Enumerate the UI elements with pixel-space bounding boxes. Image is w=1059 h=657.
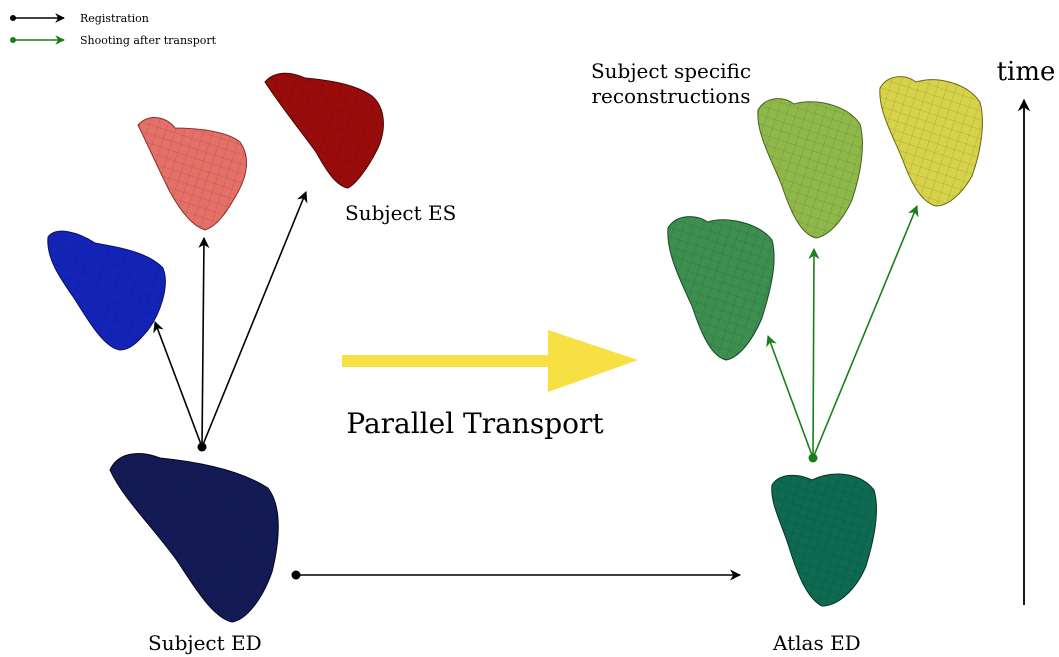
legend-item-shooting: Shooting after transport [10, 34, 217, 47]
legend-registration-label: Registration [80, 12, 149, 25]
legend: Registration Shooting after transport [10, 12, 217, 47]
reconstruction-lime-mesh [757, 98, 863, 239]
label-atlas-ed: Atlas ED [772, 631, 861, 655]
label-reconstructions-line2: reconstructions [591, 84, 750, 108]
arrow-to-es-red [201, 190, 308, 448]
subject-es-blue-mesh [47, 230, 166, 351]
label-parallel-transport: Parallel Transport [346, 407, 604, 440]
label-time: time [997, 57, 1056, 87]
subject-ed-mesh [109, 453, 279, 623]
label-reconstructions-line1: Subject specific [591, 59, 751, 83]
arrow-to-es-blue [153, 320, 203, 448]
legend-shooting-label: Shooting after transport [80, 34, 217, 47]
label-subject-es: Subject ES [345, 201, 456, 225]
shoot-to-green [766, 334, 814, 459]
reconstruction-green-mesh [667, 216, 775, 361]
shoot-to-yellow [812, 204, 919, 459]
legend-item-registration: Registration [10, 12, 149, 25]
parallel-transport-arrow [342, 330, 638, 392]
arrow-to-es-salmon [198, 236, 210, 448]
subject-es-salmon-mesh [137, 117, 247, 231]
subject-es-red-mesh [264, 72, 384, 189]
atlas-ed-mesh [771, 473, 877, 607]
reconstruction-yellow-mesh [879, 76, 983, 207]
label-subject-ed: Subject ED [148, 631, 262, 655]
registration-arrows [153, 190, 742, 581]
shoot-to-lime [808, 247, 820, 459]
shooting-arrows [766, 204, 919, 463]
